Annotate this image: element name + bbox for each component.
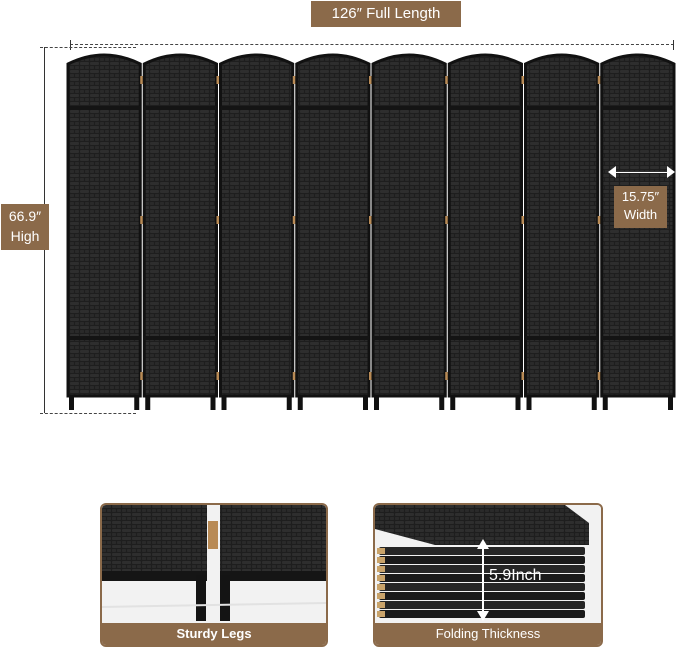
panel-leg (69, 396, 74, 410)
panel-rail (296, 106, 369, 110)
length-dimension-line (70, 44, 674, 45)
height-word: High (10, 228, 40, 244)
hinge (140, 216, 145, 224)
panel-rail (449, 336, 522, 340)
panel-rail (601, 106, 674, 110)
hinge (445, 76, 450, 84)
panel-rail (601, 336, 674, 340)
hinge (377, 584, 385, 590)
panel-leg (297, 396, 303, 410)
panel-leg (210, 396, 216, 410)
hinge (377, 593, 385, 599)
panel-rail (68, 106, 141, 110)
hinge (140, 372, 145, 380)
width-tag: 15.75″ Width (614, 186, 667, 228)
panel-rail (220, 336, 293, 340)
panel-rail (144, 336, 217, 340)
panel-rail (373, 336, 446, 340)
width-line-white (612, 172, 670, 173)
panel-rail (449, 106, 522, 110)
hinge (292, 216, 297, 224)
divider-panel (142, 53, 218, 398)
hinge (521, 372, 526, 380)
divider-panel (219, 53, 295, 398)
hinge (140, 76, 145, 84)
room-divider-icon (66, 53, 676, 410)
divider-panel (447, 53, 523, 398)
hinge (216, 372, 221, 380)
panel-leg (363, 396, 368, 410)
panel-leg (450, 396, 456, 410)
width-value: 15.75″ (621, 189, 660, 204)
panel-leg (668, 396, 673, 410)
hinge (216, 76, 221, 84)
folding-thickness-caption: Folding Thickness (375, 623, 601, 645)
thickness-measure: 5.9Inch (489, 567, 541, 584)
length-tick-right (673, 40, 674, 50)
full-length-tag: 126″ Full Length (311, 1, 461, 27)
panel-rail (296, 336, 369, 340)
hinge (597, 372, 602, 380)
panel-leg (526, 396, 532, 410)
panel-leg (439, 396, 445, 410)
hinge (216, 216, 221, 224)
panel-rail (144, 106, 217, 110)
divider-panel (66, 53, 142, 398)
hinge (377, 566, 385, 572)
panel-rail (525, 106, 598, 110)
panel-leg (374, 396, 379, 410)
hinge (521, 76, 526, 84)
hinge (369, 372, 373, 380)
panel-rail (373, 106, 446, 110)
divider-panel (371, 53, 447, 398)
panel-leg (221, 396, 227, 410)
sturdy-legs-caption: Sturdy Legs (102, 623, 326, 645)
sturdy-legs-image (102, 505, 326, 623)
panel-rail (525, 336, 598, 340)
panel-leg (145, 396, 151, 410)
hinge (377, 548, 385, 554)
panel-rail (220, 106, 293, 110)
hinge (377, 602, 385, 608)
hinge (292, 76, 297, 84)
height-value: 66.9″ (8, 208, 42, 224)
hinge (369, 216, 373, 224)
height-guide-top (40, 47, 136, 48)
hinge (521, 216, 526, 224)
hinge (597, 76, 602, 84)
panel-leg (591, 396, 597, 410)
hinge (597, 216, 602, 224)
hinge (445, 372, 450, 380)
panel-rail (68, 336, 141, 340)
folding-thickness-image: 5.9Inch (375, 505, 601, 623)
width-word: Width (623, 207, 658, 222)
folding-thickness-photo: 5.9Inch Folding Thickness (373, 503, 603, 647)
hinge (377, 611, 385, 617)
divider-panel (295, 53, 371, 398)
hinge (377, 557, 385, 563)
panel-leg (134, 396, 140, 410)
hinge (445, 216, 450, 224)
height-guide-bottom (40, 413, 136, 414)
hinge (369, 76, 373, 84)
hinge (292, 372, 297, 380)
divider-panel (524, 53, 600, 398)
height-tag: 66.9″ High (1, 204, 49, 250)
length-tick-left (70, 40, 71, 50)
sturdy-legs-photo: Sturdy Legs (100, 503, 328, 647)
panel-leg (286, 396, 292, 410)
panel-leg (602, 396, 608, 410)
hinge (377, 575, 385, 581)
panel-leg (515, 396, 521, 410)
width-arrow-right (667, 166, 675, 178)
